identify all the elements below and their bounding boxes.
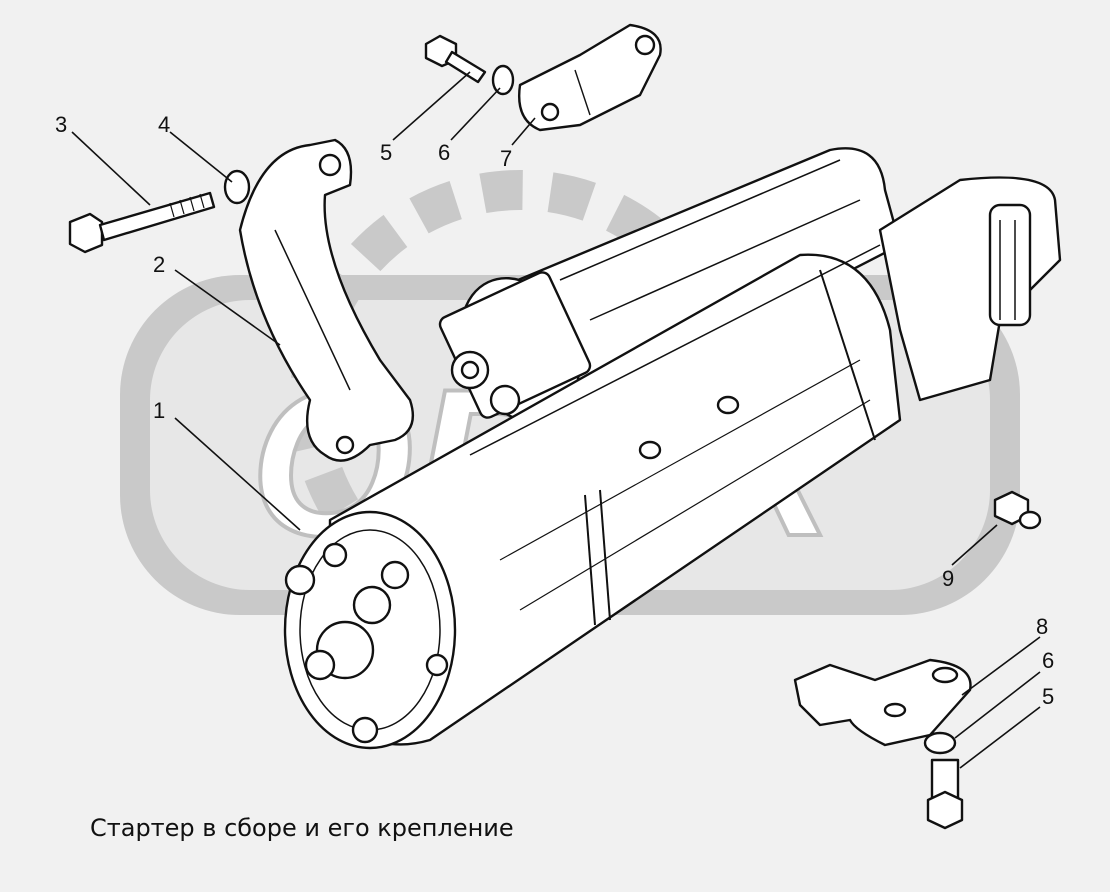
bolt-5-top: [424, 34, 487, 84]
plug-9: [993, 490, 1042, 530]
solenoid: [438, 147, 902, 424]
callout-7: 7: [500, 146, 513, 171]
callout-5-top: 5: [380, 140, 393, 165]
callout-4: 4: [158, 112, 171, 137]
end-cap: [283, 510, 457, 750]
callout-6-top: 6: [438, 140, 451, 165]
callout-1: 1: [153, 398, 166, 423]
mounting-strap: [238, 138, 415, 462]
callout-5-bottom: 5: [1042, 684, 1055, 709]
bracket-7: [518, 23, 662, 132]
lock-washer-6-bottom: [923, 731, 957, 755]
lock-washer-4: [223, 169, 251, 205]
starter-assembly: [68, 23, 1062, 830]
callout-3: 3: [55, 112, 68, 137]
bolt-5-bottom: [926, 758, 964, 830]
drive-housing: [878, 176, 1062, 402]
callout-9: 9: [942, 566, 955, 591]
leader-lines: [71, 71, 1041, 769]
callout-2: 2: [153, 252, 166, 277]
long-bolt: [68, 191, 216, 254]
lock-washer-6-top: [491, 64, 515, 96]
diagram-caption: Стартер в сборе и его крепление: [90, 814, 514, 842]
callout-8: 8: [1036, 614, 1049, 639]
callout-6-bottom: 6: [1042, 648, 1055, 673]
